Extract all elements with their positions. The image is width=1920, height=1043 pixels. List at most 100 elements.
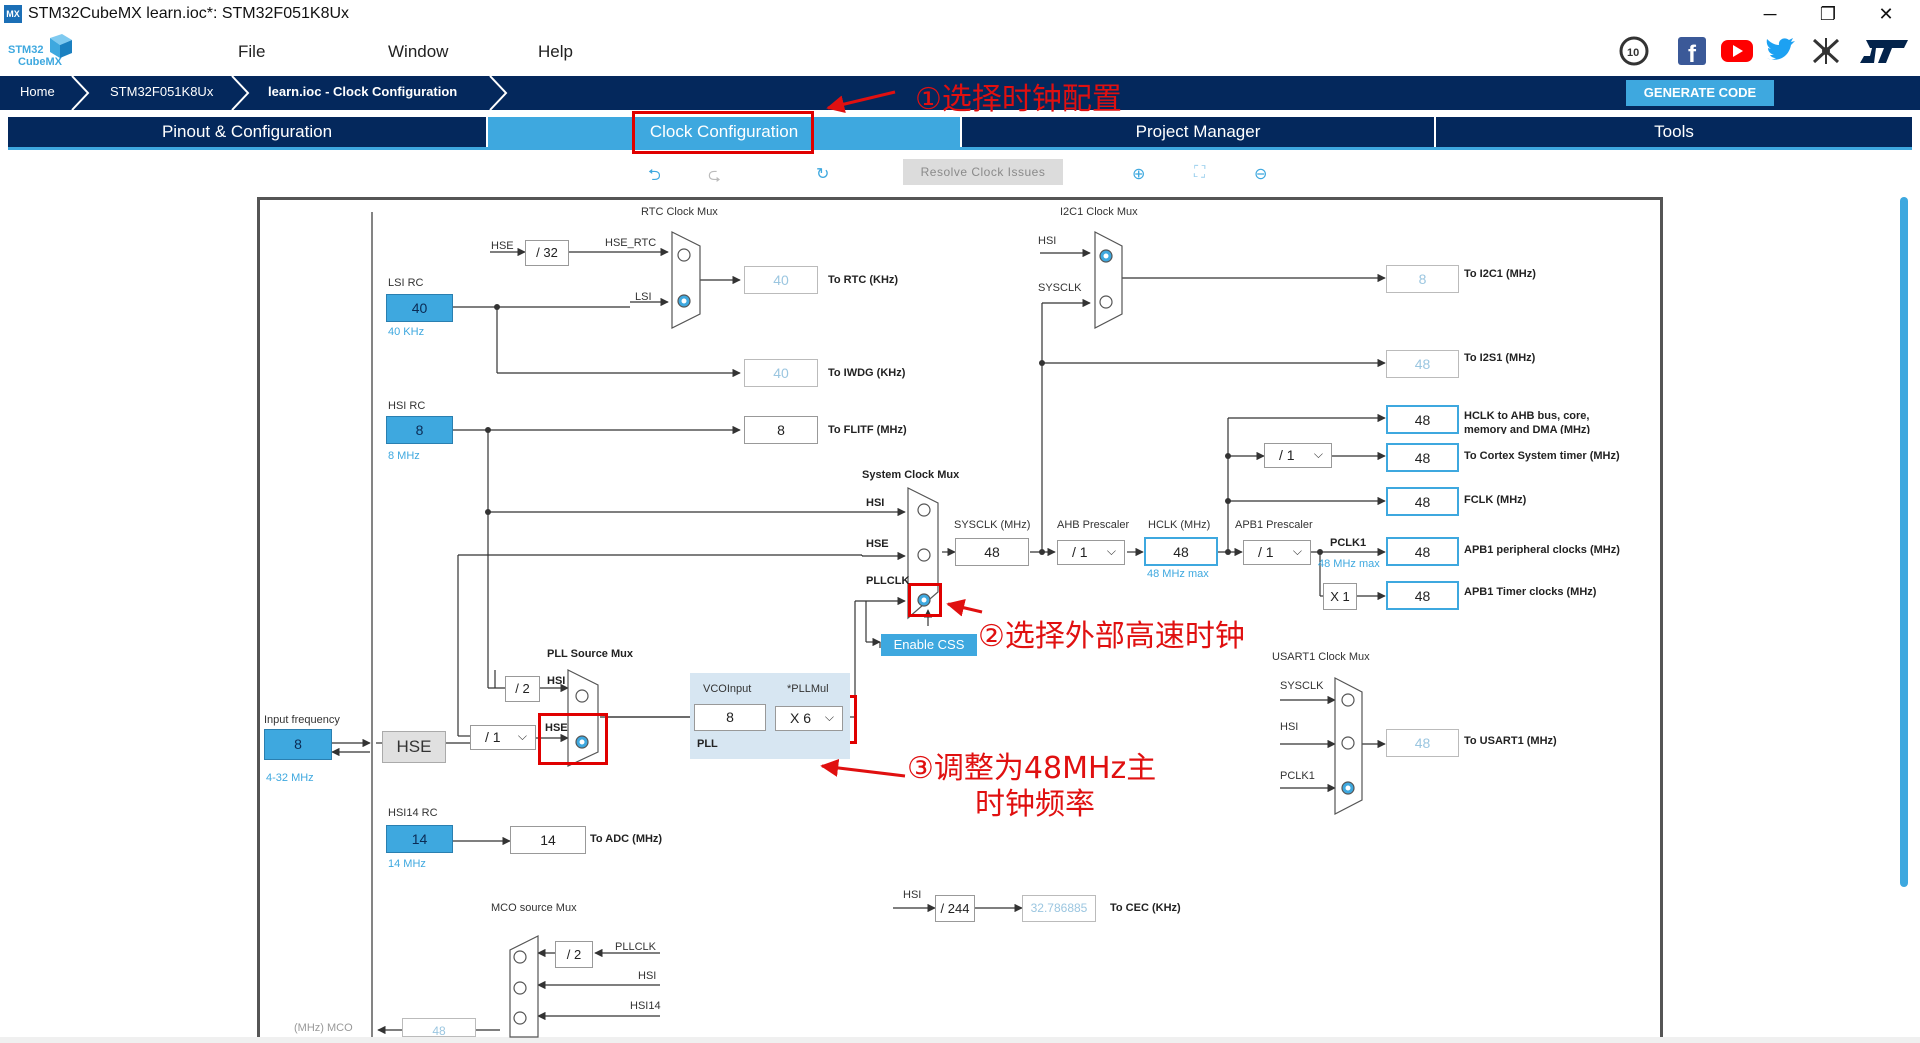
rtc-output-value: 40 [744, 266, 818, 294]
network-icon[interactable] [1810, 36, 1842, 66]
app-icon: MX [4, 5, 22, 23]
apb1-prescaler-label: APB1 Prescaler [1235, 519, 1313, 531]
cortex-divider-select[interactable]: / 1⌵ [1264, 443, 1332, 468]
menu-window[interactable]: Window [388, 42, 449, 61]
refresh-icon[interactable]: ↻ [816, 166, 830, 183]
sysmux-hsi-label: HSI [866, 497, 885, 509]
window-title: STM32CubeMX learn.ioc*: STM32F051K8Ux [28, 5, 350, 22]
sysmux-hse-label: HSE [866, 538, 889, 550]
vco-input-value: 8 [694, 704, 766, 731]
hclk-max: 48 MHz max [1147, 568, 1209, 580]
mco-hsi14-label: HSI14 [630, 1000, 661, 1012]
breadcrumb-current[interactable]: learn.ioc - Clock Configuration [268, 84, 458, 99]
hse-prediv-select[interactable]: / 1⌵ [470, 725, 536, 750]
pllsrc-hsi-label: HSI [547, 675, 566, 687]
pll-mul-label: *PLLMul [787, 683, 829, 695]
youtube-icon[interactable] [1720, 36, 1753, 66]
mco-hsi-label: HSI [638, 970, 657, 982]
fit-screen-icon[interactable]: ⛶ [1194, 164, 1206, 181]
sysclk-value: 48 [955, 538, 1029, 566]
hsi-rc-freq: 8 MHz [388, 450, 420, 462]
generate-code-button[interactable]: GENERATE CODE [1626, 80, 1774, 106]
rtc-mux-title: RTC Clock Mux [641, 206, 718, 218]
adc-output-value: 14 [510, 826, 586, 854]
undo-icon[interactable]: ⮌ [648, 167, 661, 184]
hclk-value[interactable]: 48 [1144, 537, 1218, 566]
i2c1-mux-title: I2C1 Clock Mux [1060, 206, 1138, 218]
mco-div2-box: / 2 [555, 941, 593, 968]
pllsrc-hse-label: HSE [545, 722, 568, 734]
ahb-prescaler-label: AHB Prescaler [1057, 519, 1130, 531]
tab-underline [8, 147, 1912, 150]
pll-mul-select[interactable]: X 6⌵ [775, 706, 843, 731]
apb1-peripheral-label: APB1 peripheral clocks (MHz) [1464, 544, 1620, 556]
zoom-in-icon[interactable]: ⊕ [1132, 166, 1146, 183]
annotation-step3-line2: 时钟频率 [975, 787, 1095, 822]
sysmux-pllclk-label: PLLCLK [866, 575, 910, 587]
i2c-hsi-label: HSI [1038, 235, 1057, 247]
hse-oscillator-block: HSE [382, 731, 446, 763]
tab-tools[interactable]: Tools [1436, 117, 1912, 147]
hclk-label: HCLK (MHz) [1148, 519, 1211, 531]
hclk-ahb-value: 48 [1386, 405, 1459, 434]
tab-clock-configuration[interactable]: Clock Configuration [488, 117, 960, 147]
hsi-rc-value: 8 [386, 416, 453, 444]
input-frequency-value[interactable]: 8 [264, 729, 332, 760]
lsi-rc-value: 40 [386, 294, 453, 322]
cube-icon [50, 34, 72, 58]
stm32cubemx-logo: STM32 CubeMX [8, 34, 74, 72]
cec-hsi-label: HSI [903, 889, 922, 901]
status-strip [0, 1037, 1920, 1043]
usart-pclk1-label: PCLK1 [1280, 770, 1315, 782]
chevron-down-icon: ⌵ [1106, 544, 1116, 558]
vertical-scrollbar[interactable] [1900, 197, 1908, 887]
cortex-timer-label: To Cortex System timer (MHz) [1464, 450, 1620, 462]
zoom-out-icon[interactable]: ⊖ [1254, 166, 1268, 183]
st-logo-icon[interactable] [1858, 36, 1912, 66]
usart1-output-value: 48 [1386, 729, 1459, 757]
usart1-output-label: To USART1 (MHz) [1464, 735, 1557, 747]
hsi14-rc-title: HSI14 RC [388, 807, 438, 819]
hse-rtc-label: HSE_RTC [605, 237, 657, 249]
rtc-output-label: To RTC (KHz) [828, 274, 899, 286]
maximize-button[interactable]: ❐ [1819, 4, 1837, 24]
i2c-sysclk-label: SYSCLK [1038, 282, 1082, 294]
facebook-icon[interactable]: f [1676, 36, 1708, 66]
close-button[interactable]: ✕ [1878, 4, 1894, 24]
sysclk-label: SYSCLK (MHz) [954, 519, 1031, 531]
system-clock-mux-title: System Clock Mux [862, 469, 960, 481]
breadcrumb-mcu[interactable]: STM32F051K8Ux [110, 84, 214, 99]
hclk-ahb-label-2: memory and DMA (MHz) [1464, 424, 1591, 434]
cec-output-label: To CEC (KHz) [1110, 902, 1181, 914]
twitter-icon[interactable] [1764, 36, 1796, 66]
div32-box: / 32 [525, 240, 569, 266]
pclk1-label: PCLK1 [1330, 537, 1367, 549]
i2c1-output-label: To I2C1 (MHz) [1464, 268, 1536, 280]
chevron-down-icon: ⌵ [1313, 447, 1323, 461]
enable-css-button[interactable]: Enable CSS [881, 634, 977, 656]
resolve-clock-issues-button[interactable]: Resolve Clock Issues [903, 159, 1063, 185]
chevron-down-icon: ⌵ [517, 729, 527, 743]
lsi-label: LSI [635, 291, 652, 303]
tab-pinout-configuration[interactable]: Pinout & Configuration [8, 117, 486, 147]
adc-output-label: To ADC (MHz) [590, 833, 663, 845]
input-frequency-range: 4-32 MHz [266, 772, 314, 784]
ahb-prescaler-select[interactable]: / 1⌵ [1057, 540, 1125, 565]
pclk1-max: 48 MHz max [1318, 558, 1380, 570]
menu-file[interactable]: File [238, 42, 266, 61]
apb1-timer-label: APB1 Timer clocks (MHz) [1464, 586, 1597, 598]
apb1-peripheral-value: 48 [1386, 537, 1459, 566]
minimize-button[interactable]: ─ [1763, 4, 1777, 24]
hsi14-rc-freq: 14 MHz [388, 858, 426, 870]
apb1-prescaler-select[interactable]: / 1⌵ [1243, 540, 1311, 565]
anniversary-icon[interactable]: 10 [1618, 36, 1650, 66]
menu-help[interactable]: Help [538, 42, 573, 61]
breadcrumb-home[interactable]: Home [20, 84, 55, 99]
redo-icon[interactable]: ⮎ [708, 167, 721, 184]
svg-text:f: f [1688, 41, 1697, 66]
tab-project-manager[interactable]: Project Manager [962, 117, 1434, 147]
fclk-label: FCLK (MHz) [1464, 494, 1527, 506]
mco-pllclk-label: PLLCLK [615, 941, 656, 953]
cortex-timer-value: 48 [1386, 443, 1459, 472]
